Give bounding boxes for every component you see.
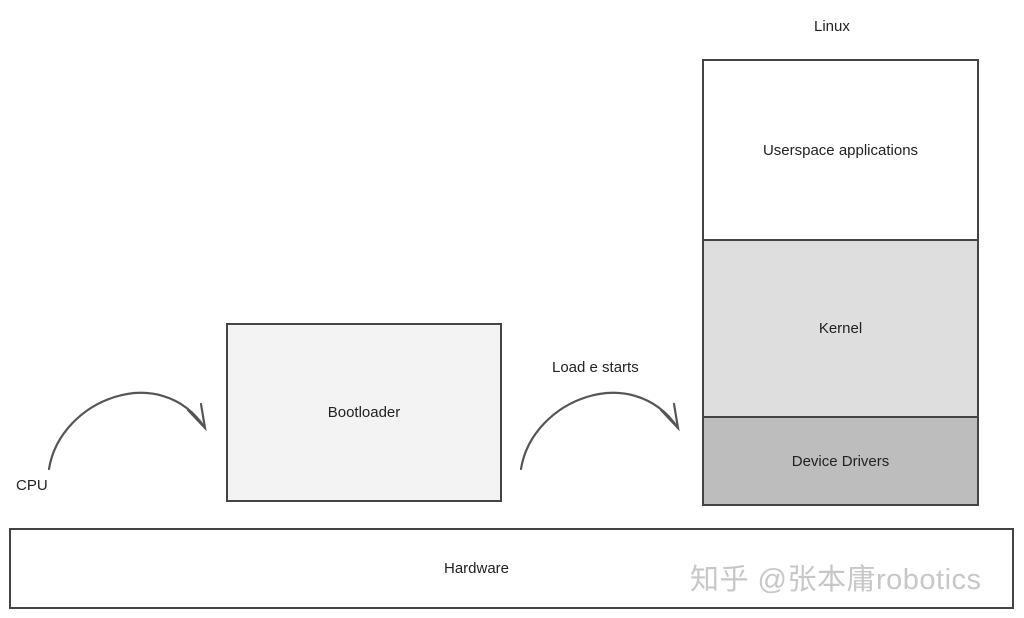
watermark: 知乎 @张本庸robotics [690, 564, 982, 596]
bootloader-to-linux-arrow [519, 391, 680, 471]
linux-arrow-head-icon [659, 402, 680, 432]
cpu-label: CPU [16, 477, 48, 494]
device-drivers-layer: Device Drivers [704, 416, 977, 504]
userspace-label: Userspace applications [762, 141, 919, 159]
bootloader-box: Bootloader [226, 323, 502, 502]
kernel-label: Kernel [818, 320, 863, 337]
cpu-to-bootloader-arrow [47, 391, 207, 471]
linux-title: Linux [814, 18, 850, 35]
kernel-layer: Kernel [704, 239, 977, 416]
userspace-layer: Userspace applications [704, 61, 977, 239]
linux-stack: Userspace applications Kernel Device Dri… [702, 59, 979, 506]
hardware-box: Hardware [9, 528, 1014, 609]
device-drivers-label: Device Drivers [791, 452, 890, 470]
bootloader-label: Bootloader [327, 404, 401, 421]
transition-label: Load e starts [552, 359, 639, 376]
cpu-arrow-head-icon [186, 402, 207, 432]
hardware-label: Hardware [443, 560, 510, 577]
